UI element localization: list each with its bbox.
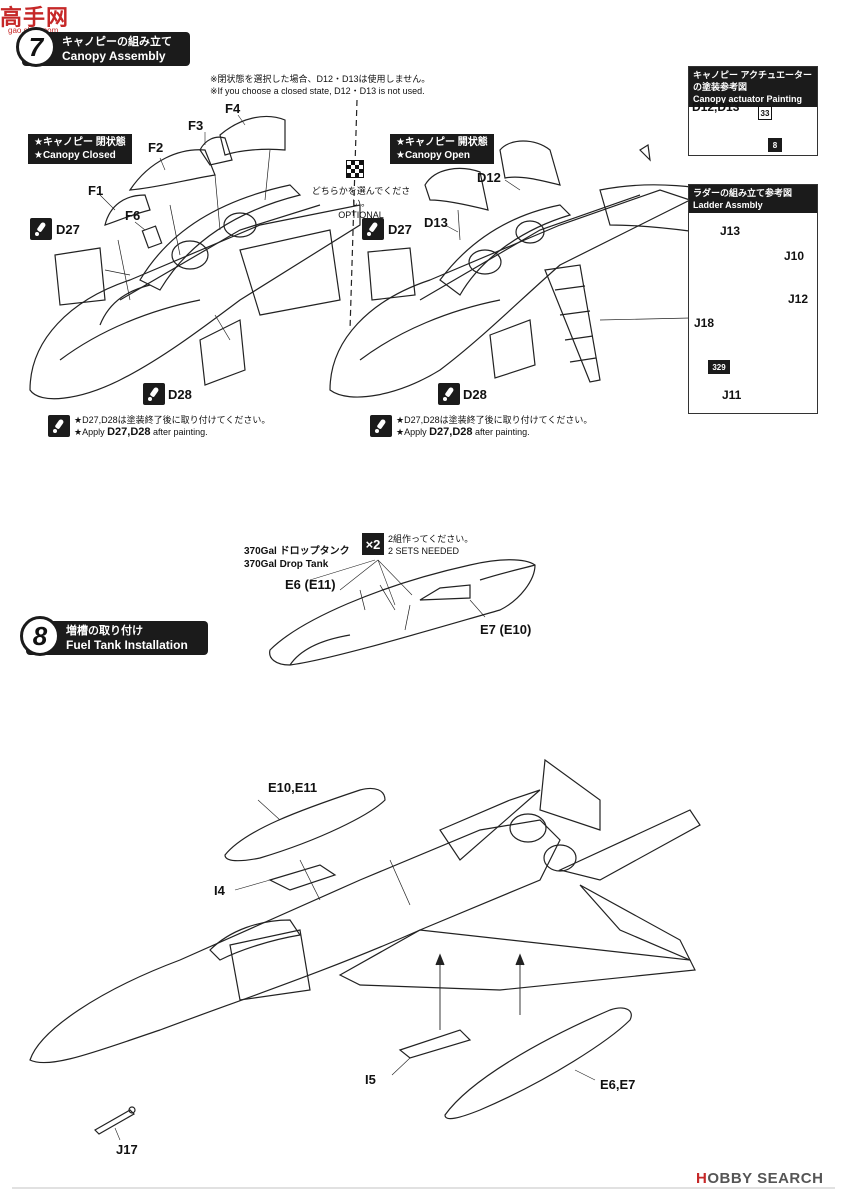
- watermark-brand: H: [696, 1170, 708, 1187]
- part-label-i4: I4: [214, 883, 225, 898]
- sets-needed-jp: 2組作ってください。: [388, 534, 474, 544]
- paint-note-en-prefix: ★Apply: [396, 427, 427, 437]
- step-8-number: 8: [20, 616, 60, 656]
- part-label-j13: J13: [720, 224, 741, 238]
- droptank-label-en: 370Gal Drop Tank: [244, 559, 329, 570]
- part-label-f3: F3: [188, 118, 204, 133]
- paint-icon: [48, 415, 70, 437]
- optional-note-en: OPTIONAL: [338, 210, 384, 220]
- actuator-box-title-en: Canopy actuator Painting: [693, 94, 803, 104]
- step-8-title-jp: 増槽の取り付け: [66, 625, 143, 637]
- part-label-e10-e11: E10,E11: [268, 780, 318, 795]
- canopy-open-tag-jp: ★キャノピー 開状態: [396, 137, 488, 148]
- part-label-d12: D12: [477, 170, 501, 185]
- divider-dashed-line: [349, 99, 358, 331]
- part-label-j12: J12: [788, 292, 809, 306]
- step-7-title-jp: キャノピーの組み立て: [62, 36, 172, 48]
- step-7-header: 7 キャノピーの組み立て Canopy Assembly: [16, 27, 190, 67]
- color-chip-33: 33: [758, 106, 772, 120]
- canopy-closed-tag-en: ★Canopy Closed: [34, 150, 116, 161]
- paint-icon: [143, 383, 165, 405]
- step-8-title-en: Fuel Tank Installation: [66, 638, 188, 652]
- paint-icon: [362, 218, 384, 240]
- sets-needed-note: 2組作ってください。 2 SETS NEEDED: [388, 533, 473, 557]
- optional-icon: [346, 160, 364, 178]
- part-label-j11: J11: [722, 388, 742, 402]
- site-logo: 高手网: [0, 5, 70, 30]
- part-label-d13: D13: [424, 215, 448, 230]
- ladder-assembly-box: ラダーの組み立て参考図 Ladder Assmbly: [688, 184, 818, 414]
- closed-state-note: ※閉状態を選択した場合、D12・D13は使用しません。 ※If you choo…: [210, 73, 430, 97]
- paint-note-right: ★D27,D28は塗装終了後に取り付けてください。 ★Apply D27,D28…: [396, 414, 592, 438]
- step-7-number: 7: [16, 27, 56, 67]
- part-label-e7-e10: E7 (E10): [480, 622, 532, 637]
- closed-state-note-jp: ※閉状態を選択した場合、D12・D13は使用しません。: [210, 74, 431, 84]
- drop-tank-drawing: [269, 559, 536, 666]
- step-7-title-en: Canopy Assembly: [62, 49, 166, 63]
- paint-note-jp: ★D27,D28は塗装終了後に取り付けてください。: [396, 415, 593, 425]
- paint-note-en-suffix: after painting.: [475, 427, 530, 437]
- droptank-label: 370Gal ドロップタンク 370Gal Drop Tank: [244, 545, 350, 571]
- paint-icon: [370, 415, 392, 437]
- part-label-d27-right: D27: [388, 222, 412, 237]
- part-label-e6-e11: E6 (E11): [285, 577, 336, 592]
- sets-needed-en: 2 SETS NEEDED: [388, 546, 460, 556]
- paint-icon: [30, 218, 52, 240]
- optional-note: どちらかを選んでください。 OPTIONAL: [306, 185, 416, 221]
- sets-multiplier-badge: ×2: [362, 533, 384, 555]
- part-label-j17: J17: [116, 1142, 138, 1157]
- part-label-f6: F6: [125, 208, 141, 223]
- paint-note-en-parts: D27,D28: [107, 426, 151, 438]
- paint-note-left: ★D27,D28は塗装終了後に取り付けてください。 ★Apply D27,D28…: [74, 414, 270, 438]
- part-label-d28-left: D28: [168, 387, 192, 402]
- part-label-i5: I5: [365, 1072, 376, 1087]
- part-label-f1: F1: [88, 183, 104, 198]
- canopy-closed-tag: ★キャノピー 閉状態 ★Canopy Closed: [28, 134, 132, 164]
- optional-note-jp: どちらかを選んでください。: [311, 186, 411, 208]
- watermark-text: OBBY SEARCH: [707, 1170, 824, 1187]
- actuator-parts-label: D12,D13: [692, 100, 740, 114]
- aircraft-nose-closed-drawing: [29, 115, 361, 400]
- canopy-open-tag-en: ★Canopy Open: [396, 150, 470, 161]
- paint-icon: [438, 383, 460, 405]
- canopy-open-tag: ★キャノピー 開状態 ★Canopy Open: [390, 134, 494, 164]
- part-label-j10: J10: [784, 249, 805, 263]
- paint-note-en-prefix: ★Apply: [74, 427, 105, 437]
- canopy-closed-tag-jp: ★キャノピー 閉状態: [34, 137, 126, 148]
- part-label-d28-right: D28: [463, 387, 487, 402]
- aircraft-nose-open-drawing: [329, 140, 782, 398]
- aircraft-full-drawing: [29, 758, 701, 1135]
- color-chip-329: 329: [708, 360, 730, 374]
- actuator-box-title-jp: キャノピー アクチュエーターの塗装参考図: [693, 70, 813, 92]
- part-label-j18: J18: [694, 316, 715, 330]
- droptank-label-jp: 370Gal ドロップタンク: [244, 546, 350, 557]
- part-label-f4: F4: [225, 101, 241, 116]
- part-label-e6-e7: E6,E7: [600, 1077, 636, 1092]
- ladder-box-title-jp: ラダーの組み立て参考図: [693, 188, 793, 198]
- paint-note-en-suffix: after painting.: [153, 427, 208, 437]
- paint-note-en-parts: D27,D28: [429, 426, 473, 438]
- hobbysearch-watermark: HOBBY SEARCH: [696, 1170, 823, 1187]
- paint-note-jp: ★D27,D28は塗装終了後に取り付けてください。: [74, 415, 271, 425]
- step-8-header: 8 増槽の取り付け Fuel Tank Installation: [20, 616, 208, 656]
- ladder-box-title-en: Ladder Assmbly: [693, 200, 763, 210]
- closed-state-note-en: ※If you choose a closed state, D12・D13 i…: [210, 86, 425, 96]
- color-chip-8: 8: [768, 138, 782, 152]
- part-label-d27-left: D27: [56, 222, 80, 237]
- part-label-f2: F2: [148, 140, 164, 155]
- actuator-painting-box: キャノピー アクチュエーターの塗装参考図 Canopy actuator Pai…: [688, 66, 818, 156]
